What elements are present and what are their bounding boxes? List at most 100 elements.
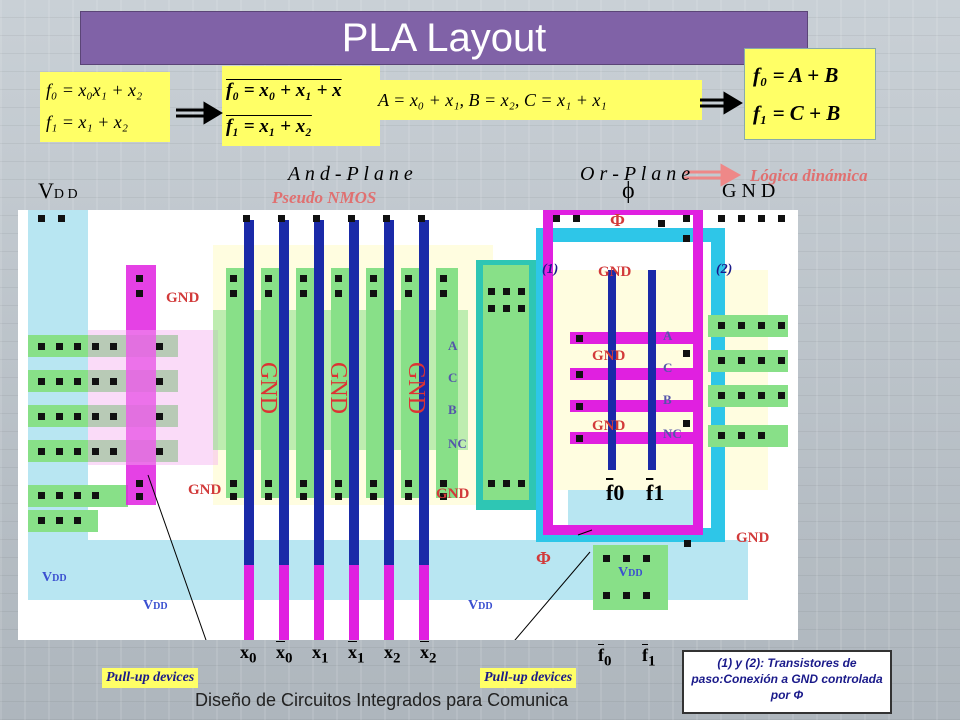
or-signal-nc: NC	[663, 426, 682, 441]
input-x1-name: x	[312, 642, 321, 662]
equation-arrow-2	[700, 91, 743, 115]
contacts	[38, 215, 785, 599]
vdd-or-text: V	[618, 565, 629, 580]
input-x2: x2	[384, 642, 401, 668]
vdd-left-sub: DD	[52, 573, 67, 584]
gnd-label-and-bottom: GND	[436, 486, 470, 502]
vdd-top-label: VD D	[38, 178, 78, 204]
input-x1-bar: x1	[348, 642, 365, 668]
product-lines-inner	[483, 265, 529, 500]
output-f0: f0	[598, 645, 612, 671]
input-x0-sub: 0	[249, 650, 257, 667]
and-signal-b: B	[448, 402, 457, 417]
vdd-label-left: VDD	[42, 570, 67, 586]
input-x0-bar-name: x	[276, 642, 285, 662]
output-f1-sub: 1	[648, 653, 656, 670]
output-f1-inner: f1	[646, 480, 664, 506]
or-signal-a: A	[663, 328, 673, 343]
equation-f0-original: f₀ = x₀x₁ + x₂	[46, 80, 143, 100]
equation-f0-final: f₀ = A + B	[753, 63, 839, 87]
pullup-label-left: Pull-up devices	[102, 668, 199, 688]
vdd-label-mid: VDD	[468, 598, 493, 614]
output-f0-sub: 0	[604, 653, 612, 670]
equation-f0-inverted: f₀ = x₀ + x₁ + x	[226, 80, 342, 101]
input-poly-lines	[244, 220, 429, 570]
input-x2-sub: 2	[393, 650, 401, 667]
or-right-diffusion	[708, 315, 788, 447]
pullup-pink-band	[88, 330, 218, 465]
gnd-label-or-mid2: GND	[592, 418, 626, 434]
gnd-top-label: G N D	[722, 180, 776, 202]
logica-arrow	[684, 163, 742, 187]
vdd-mid-text: V	[468, 598, 479, 613]
input-x1: x1	[312, 642, 329, 668]
logica-dinamica-label: Lógica dinámica	[750, 166, 868, 185]
input-metal-leads	[244, 565, 429, 640]
equation-f1-original: f₁ = x₁ + x₂	[46, 112, 129, 132]
pass-transistor-1-tag: (1)	[542, 262, 559, 277]
vdd-top-sub: D D	[53, 187, 78, 202]
input-x0-bar-sub: 0	[285, 650, 293, 667]
phi-clock-symbol: ϕ	[622, 178, 635, 204]
vdd-and-text: V	[143, 598, 154, 613]
vdd-label-and: VDD	[143, 598, 168, 614]
phi-top-label: Φ	[610, 210, 625, 230]
output-f1-name: f	[642, 645, 648, 665]
and-signal-a: A	[448, 338, 458, 353]
input-x2-name: x	[384, 642, 393, 662]
or-plane-label: O r - P l a n e	[580, 163, 691, 185]
and-plane-label: A n d - P l a n e	[288, 163, 413, 185]
output-f1-inner-sub: 1	[653, 480, 665, 505]
or-plane-poly	[608, 270, 656, 470]
equation-arrow-1	[176, 101, 223, 125]
equation-box-final: f₀ = A + B f₁ = C + B	[744, 48, 876, 140]
input-x2-bar-sub: 2	[429, 650, 437, 667]
vdd-mid-sub: DD	[478, 601, 493, 612]
input-x1-sub: 1	[321, 650, 329, 667]
layout-geometry	[28, 210, 788, 640]
gnd-label-pullup-bottom: GND	[188, 482, 222, 498]
gnd-vertical-2: GND	[325, 362, 351, 414]
input-x2-bar-name: x	[420, 642, 429, 662]
equation-substitution: A = x₀ + x₁, B = x₂, C = x₁ + x₁	[378, 90, 607, 110]
slide-title: PLA Layout	[80, 11, 808, 65]
gnd-label-or-mid1: GND	[592, 348, 626, 364]
pseudo-nmos-label: Pseudo NMOS	[272, 188, 377, 207]
or-signal-b: B	[663, 392, 672, 407]
pullup-pointers	[147, 474, 593, 640]
output-f0-inner: f0	[606, 480, 624, 506]
or-plane-lines	[570, 332, 700, 444]
gnd-label-or-top: GND	[598, 264, 632, 280]
input-x0-bar: x0	[276, 642, 293, 668]
and-signal-nc: NC	[448, 436, 467, 451]
vdd-or-sub: DD	[628, 568, 643, 579]
equation-box-substitution: A = x₀ + x₁, B = x₂, C = x₁ + x₁	[372, 80, 702, 120]
output-f1: f1	[642, 645, 656, 671]
pullup-label-right: Pull-up devices	[480, 668, 577, 688]
input-x1-bar-sub: 1	[357, 650, 365, 667]
vdd-and-sub: DD	[153, 601, 168, 612]
pullup-metal-column	[126, 265, 156, 505]
gnd-vertical-1: GND	[255, 362, 281, 414]
output-f0-inner-sub: 0	[613, 480, 625, 505]
vdd-top-text: V	[38, 178, 54, 203]
and-signal-c: C	[448, 370, 458, 385]
input-x2-bar: x2	[420, 642, 437, 668]
equation-box-inverted: f₀ = x₀ + x₁ + x f₁ = x₁ + x₂	[222, 66, 380, 146]
output-f0-inner-text: f	[606, 480, 614, 505]
pla-layout-area: GND GND GND GND GND GND A C B NC Φ (1) G…	[18, 210, 798, 640]
or-signal-c: C	[663, 360, 673, 375]
equation-box-original: f₀ = x₀x₁ + x₂ f₁ = x₁ + x₂	[40, 72, 170, 142]
vdd-label-or: VDD	[618, 565, 643, 581]
slide-footer: Diseño de Circuitos Integrados para Comu…	[195, 690, 569, 710]
input-x0-name: x	[240, 642, 249, 662]
input-x1-bar-name: x	[348, 642, 357, 662]
gnd-vertical-3: GND	[403, 362, 429, 414]
input-x0: x0	[240, 642, 257, 668]
phi-bottom-label: Φ	[536, 548, 551, 568]
output-f0-name: f	[598, 645, 604, 665]
vdd-left-text: V	[42, 570, 53, 585]
equation-f1-final: f₁ = C + B	[753, 101, 841, 125]
equation-f1-inverted: f₁ = x₁ + x₂	[226, 116, 312, 137]
